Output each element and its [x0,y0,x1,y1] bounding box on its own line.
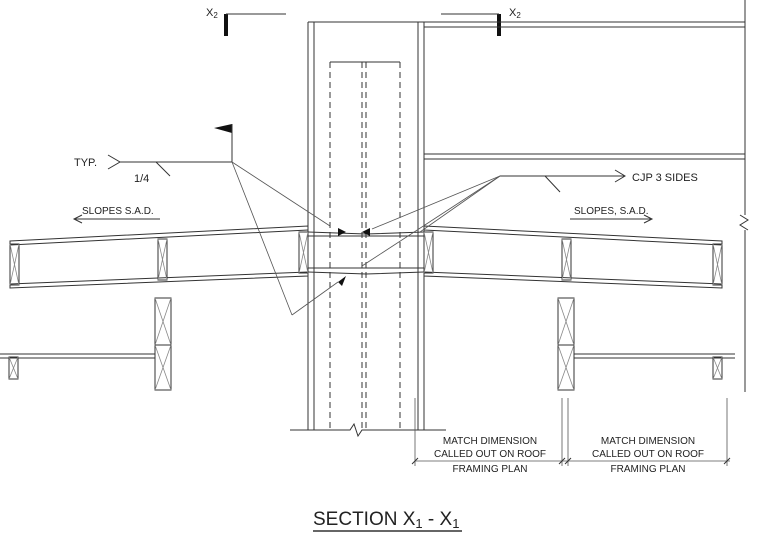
cut-letter-right: X [509,7,517,19]
dim-right-line-1: MATCH DIMENSION [601,436,695,447]
title-sub-1: 1 [415,516,422,531]
note-cjp: CJP 3 SIDES [632,172,698,184]
svg-text:SECTION X1 - X1: SECTION X1 - X1 [313,509,459,531]
dim-left-line-3: FRAMING PLAN [452,464,527,475]
dimension-note-left: MATCH DIMENSION CALLED OUT ON ROOF FRAMI… [434,436,546,475]
title-sub-2: 1 [452,516,459,531]
left-girder [9,225,309,289]
cut-sub-right: 2 [516,11,521,20]
section-cut-marker-right: X2 [441,7,521,36]
dimension-note-right: MATCH DIMENSION CALLED OUT ON ROOF FRAMI… [592,436,704,475]
note-weld-size: 1/4 [134,173,149,185]
dimension-lines [411,398,731,466]
dim-left-line-1: MATCH DIMENSION [443,436,537,447]
upper-right-beam [424,0,749,392]
svg-text:X2: X2 [509,7,521,20]
weld-symbol-left: TYP. 1/4 [74,124,339,316]
dim-right-line-3: FRAMING PLAN [610,464,685,475]
cjp-note: CJP 3 SIDES [361,169,698,267]
dim-left-line-2: CALLED OUT ON ROOF [434,449,546,460]
slope-label-right: SLOPES, S.A.D. [574,206,648,217]
svg-text:X2: X2 [206,7,218,20]
joist-left [0,297,172,391]
dim-right-line-2: CALLED OUT ON ROOF [592,449,704,460]
cut-letter-left: X [206,7,214,19]
section-title: SECTION X1 - X1 [313,509,462,532]
note-typ: TYP. [74,157,97,169]
cut-sub-left: 2 [213,11,218,20]
slope-label-left: SLOPES S.A.D. [82,206,154,217]
title-dash: - X [423,509,453,530]
slope-note-right: SLOPES, S.A.D. [570,206,654,224]
column-connection [307,228,425,286]
slope-note-left: SLOPES S.A.D. [72,206,160,224]
section-cut-marker-left: X2 [206,7,286,36]
right-girder [423,225,723,289]
title-main: SECTION X [313,509,416,530]
joist-right [557,297,735,391]
